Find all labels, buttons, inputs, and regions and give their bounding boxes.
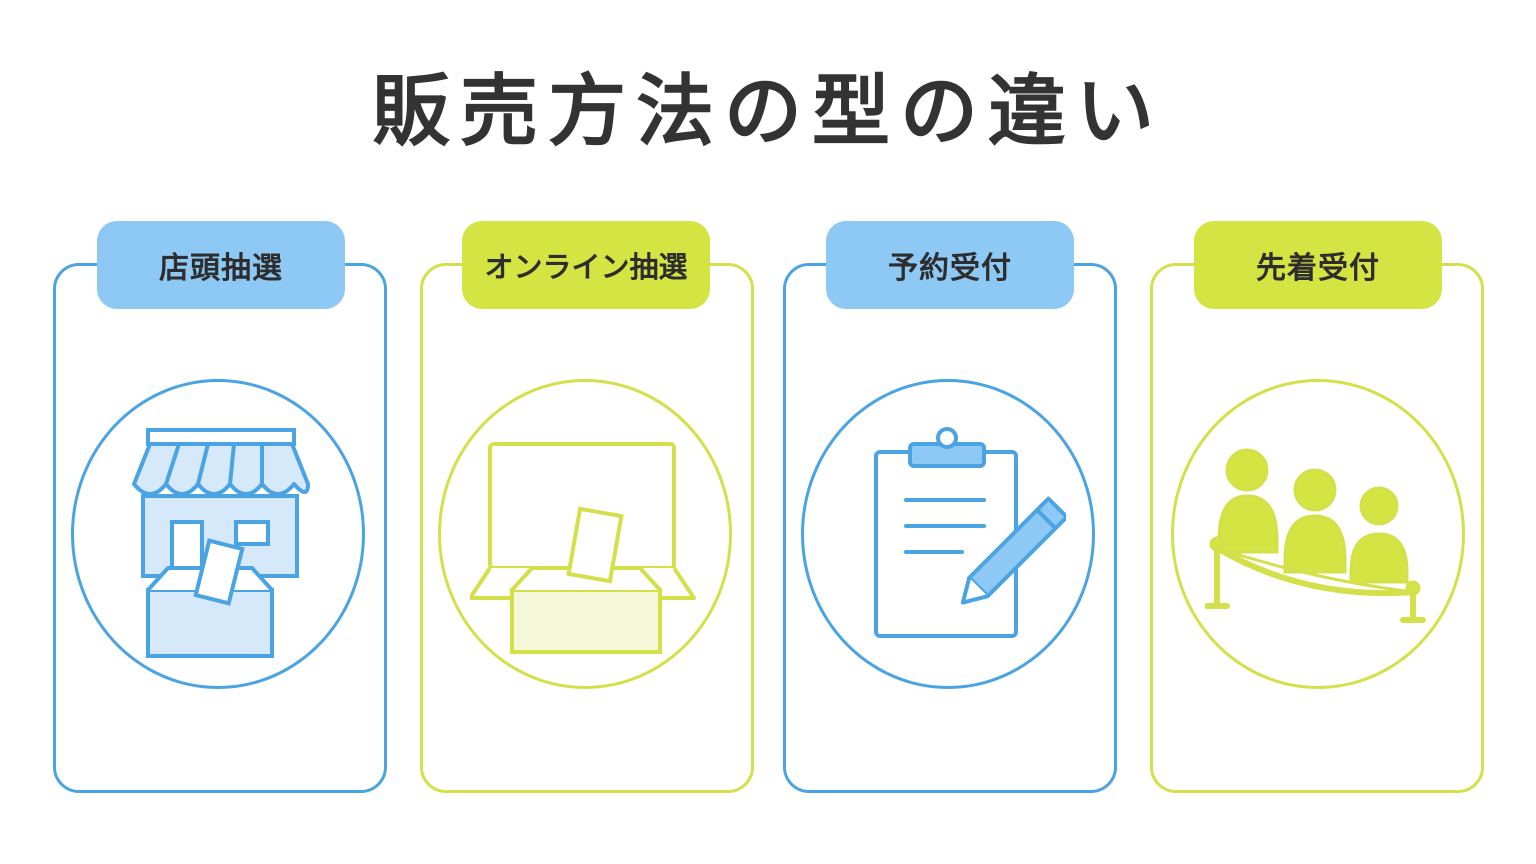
- queue-people-icon: [1205, 448, 1426, 623]
- storefront-ballot-box-icon: [132, 428, 310, 658]
- icon-circle-first-come: [1171, 379, 1465, 689]
- label-store-lottery: 店頭抽選: [97, 221, 345, 309]
- icon-circle-reservation: [801, 379, 1095, 689]
- clipboard-pencil-icon: [874, 427, 1066, 638]
- label-online-lottery: オンライン抽選: [462, 221, 710, 309]
- label-first-come: 先着受付: [1194, 221, 1442, 309]
- laptop-ballot-box-icon: [470, 442, 696, 654]
- page-title: 販売方法の型の違い: [371, 67, 1164, 157]
- label-reservation: 予約受付: [826, 221, 1074, 309]
- icon-circle-online-lottery: [438, 379, 732, 689]
- icon-circle-store-lottery: [71, 379, 365, 689]
